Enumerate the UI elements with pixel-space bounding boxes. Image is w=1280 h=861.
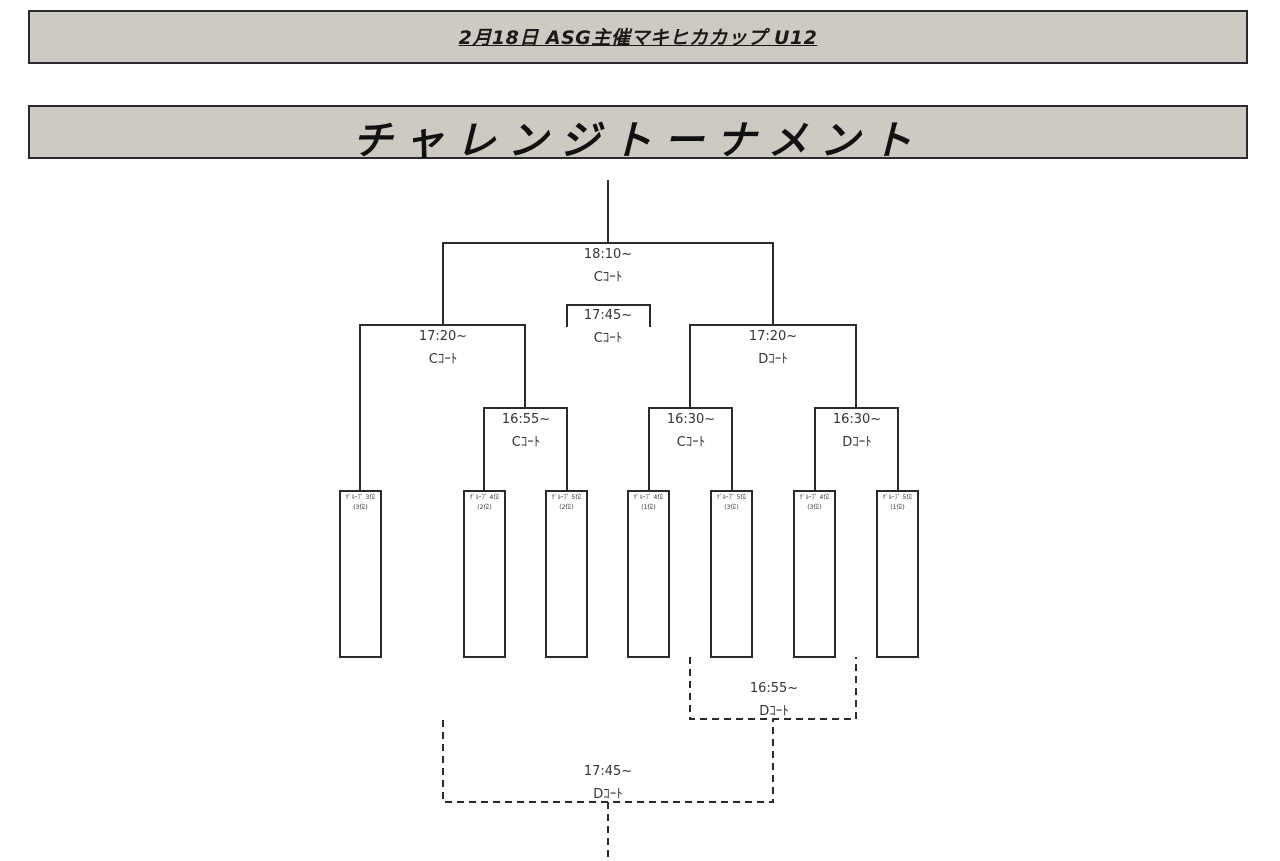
team-slot-group-label: ｸﾞﾙｰﾌﾟ 4位 (800, 493, 830, 501)
third-place-bracket-line (566, 304, 651, 327)
match-time-qf-1: 16:55~ (502, 412, 550, 427)
match-court-final: Cｺｰﾄ (594, 270, 623, 285)
team-slot-6 (793, 490, 836, 658)
match-court-qf-1: Cｺｰﾄ (512, 435, 541, 450)
match-time-consolation-1: 16:55~ (750, 681, 798, 696)
team-slot-group-label: ｸﾞﾙｰﾌﾟ 4位 (470, 493, 500, 501)
qf3-bracket-line (814, 407, 899, 491)
match-court-third-place: Cｺｰﾄ (594, 331, 623, 346)
team-slot-rank-label: (1位) (890, 503, 905, 511)
team-slot-rank-label: (3位) (807, 503, 822, 511)
team-slot-rank-label: (2位) (477, 503, 492, 511)
team-slot-rank-label: (2位) (559, 503, 574, 511)
team-slot-rank-label: (3位) (724, 503, 739, 511)
subtitle-banner: 2月18日 ASG主催マキヒカカップ U12 (28, 10, 1248, 64)
event-subtitle: 2月18日 ASG主催マキヒカカップ U12 (458, 27, 818, 49)
team-slot-7 (876, 490, 919, 658)
match-court-consolation-2: Dｺｰﾄ (593, 787, 623, 802)
match-time-third-place: 17:45~ (584, 308, 632, 323)
title-banner: チャレンジトーナメント (28, 105, 1248, 164)
team-slot-group-label: ｸﾞﾙｰﾌﾟ 5位 (552, 493, 582, 501)
match-court-semi-right: Dｺｰﾄ (758, 352, 788, 367)
team-slot-1 (339, 490, 382, 658)
qf1-bracket-line (483, 407, 568, 491)
match-time-semi-right: 17:20~ (749, 329, 797, 344)
match-labels: 18:10~ Cｺｰﾄ 17:45~ Cｺｰﾄ 17:20~ Cｺｰﾄ 17:20~ Dｺｰﾄ… (419, 247, 881, 802)
match-time-qf-2: 16:30~ (667, 412, 715, 427)
team-slot-3 (545, 490, 588, 658)
match-time-consolation-2: 17:45~ (584, 764, 632, 779)
team-slot-rank-label: (3位) (353, 503, 368, 511)
match-court-semi-left: Cｺｰﾄ (429, 352, 458, 367)
team-slot-group-label: ｸﾞﾙｰﾌﾟ 4位 (634, 493, 664, 501)
match-time-final: 18:10~ (584, 247, 632, 262)
team-slot-5 (710, 490, 753, 658)
final-bracket-line (442, 242, 774, 325)
semi-right-bracket-line (689, 324, 857, 408)
team-slot-group-label: ｸﾞﾙｰﾌﾟ 5位 (717, 493, 747, 501)
team-slot-rank-label: (1位) (641, 503, 656, 511)
team-slots: ｸﾞﾙｰﾌﾟ 3位 (3位) ｸﾞﾙｰﾌﾟ 4位 (2位) ｸﾞﾙｰﾌﾟ 5位 (2位) ｸ… (339, 490, 919, 658)
semi-left-bracket-line (359, 324, 526, 491)
page-title: チャレンジトーナメント (352, 118, 924, 164)
match-time-semi-left: 17:20~ (419, 329, 467, 344)
team-slot-group-label: ｸﾞﾙｰﾌﾟ 5位 (883, 493, 913, 501)
qf2-bracket-line (648, 407, 733, 491)
team-slot-group-label: ｸﾞﾙｰﾌﾟ 3位 (346, 493, 376, 501)
match-court-qf-2: Cｺｰﾄ (677, 435, 706, 450)
team-slot-2 (463, 490, 506, 658)
match-court-consolation-1: Dｺｰﾄ (759, 704, 789, 719)
match-time-qf-3: 16:30~ (833, 412, 881, 427)
team-slot-4 (627, 490, 670, 658)
match-court-qf-3: Dｺｰﾄ (842, 435, 872, 450)
